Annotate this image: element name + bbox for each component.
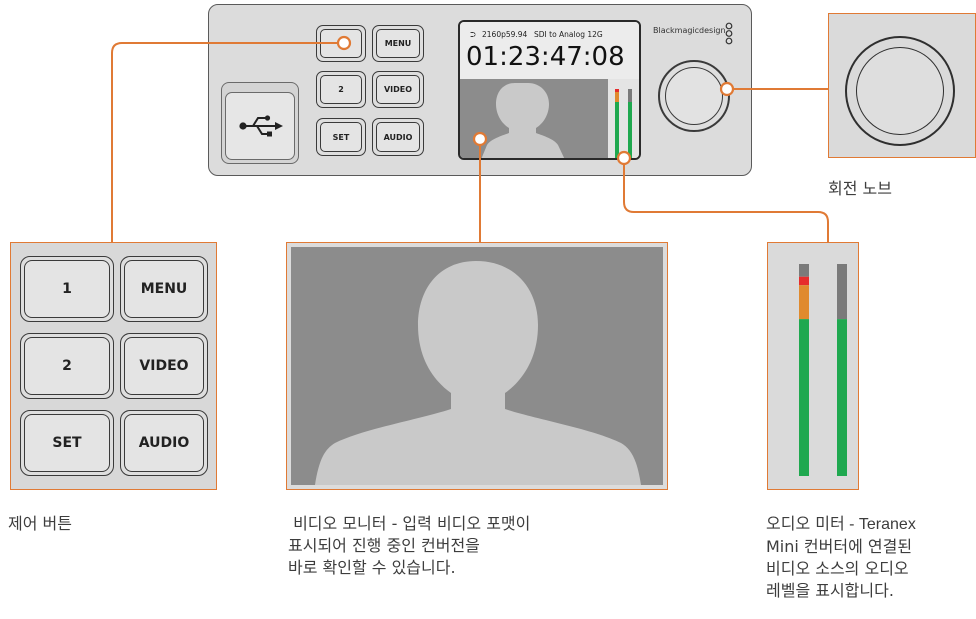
zoom-button-set-label: SET	[24, 414, 110, 472]
meter-channel-2-empty	[836, 263, 847, 319]
silhouette	[481, 83, 565, 158]
audio-meter-zoom-box	[767, 242, 859, 490]
zoom-button-menu-label: MENU	[124, 260, 204, 318]
zoom-button-video-label: VIDEO	[124, 337, 204, 395]
caption-meter-title: 오디오 미터	[766, 514, 845, 533]
caption-meter-line2: Mini 컨버터에 연결된	[766, 537, 913, 556]
zoom-button-1-label: 1	[24, 260, 110, 318]
zoom-button-set[interactable]: SET	[20, 410, 114, 476]
panel-button-audio[interactable]: AUDIO	[372, 118, 424, 156]
caption-video-line2: 표시되어 진행 중인 컨버전을	[288, 536, 480, 555]
panel-button-set[interactable]: SET	[316, 118, 366, 156]
panel-button-2-label: 2	[320, 75, 362, 104]
lcd-video-preview	[460, 79, 608, 158]
caption-meter-line1: - Teranex	[844, 516, 916, 533]
meter-channel-1-red	[798, 276, 809, 285]
meter-channel-1-green	[798, 318, 809, 476]
meter-channel-1-orange	[798, 284, 809, 319]
caption-video-line3: 바로 확인할 수 있습니다.	[288, 558, 456, 577]
silhouette-large	[315, 261, 641, 485]
caption-knob: 회전 노브	[828, 179, 892, 198]
lcd-input-format: 2160p59.94	[482, 30, 528, 39]
zoom-button-1[interactable]: 1	[20, 256, 114, 322]
zoom-button-2[interactable]: 2	[20, 333, 114, 399]
caption-meter-line4: 레벨을 표시합니다.	[766, 581, 894, 600]
zoom-button-audio-label: AUDIO	[124, 414, 204, 472]
zoom-button-2-label: 2	[24, 337, 110, 395]
panel-button-2[interactable]: 2	[316, 71, 366, 108]
panel-button-video-label: VIDEO	[376, 75, 420, 104]
caption-meter: 오디오 미터 - Teranex Mini 컨버터에 연결된 비디오 소스의 오…	[766, 513, 976, 602]
panel-button-menu-label: MENU	[376, 29, 420, 58]
panel-button-set-label: SET	[320, 122, 362, 152]
zoom-button-video[interactable]: VIDEO	[120, 333, 208, 399]
zoom-button-menu[interactable]: MENU	[120, 256, 208, 322]
panel-button-1[interactable]	[316, 25, 366, 62]
input-icon: ⮊	[470, 30, 476, 39]
zoom-button-audio[interactable]: AUDIO	[120, 410, 208, 476]
lcd-screen: ⮊ 2160p59.94 SDI to Analog 12G 01:23:47:…	[458, 20, 641, 160]
lcd-conversion: SDI to Analog 12G	[534, 30, 603, 39]
panel-button-audio-label: AUDIO	[376, 122, 420, 152]
usb-connector	[225, 92, 295, 160]
panel-button-video[interactable]: VIDEO	[372, 71, 424, 108]
caption-meter-line3: 비디오 소스의 오디오	[766, 559, 909, 578]
brand-logo: Blackmagicdesign	[653, 26, 726, 35]
usb-icon	[239, 115, 283, 137]
meter-channel-2-green	[836, 318, 847, 476]
brand-logo-mark	[725, 22, 733, 45]
lcd-status-area: ⮊ 2160p59.94 SDI to Analog 12G 01:23:47:…	[460, 22, 639, 79]
meter-channel-1-empty	[798, 263, 809, 277]
panel-button-1-label	[320, 29, 362, 58]
rotary-knob-inner	[665, 67, 723, 125]
lcd-audio-meters	[608, 79, 639, 158]
lcd-timecode: 01:23:47:08	[466, 42, 625, 72]
video-zoom-preview	[291, 247, 663, 485]
caption-video-line1: 비디오 모니터 - 입력 비디오 포맷이	[288, 514, 531, 533]
panel-button-menu[interactable]: MENU	[372, 25, 424, 62]
caption-buttons: 제어 버튼	[8, 514, 72, 533]
caption-video: 비디오 모니터 - 입력 비디오 포맷이 표시되어 진행 중인 컨버전을 바로 …	[288, 513, 688, 579]
knob-zoom-inner	[856, 47, 944, 135]
